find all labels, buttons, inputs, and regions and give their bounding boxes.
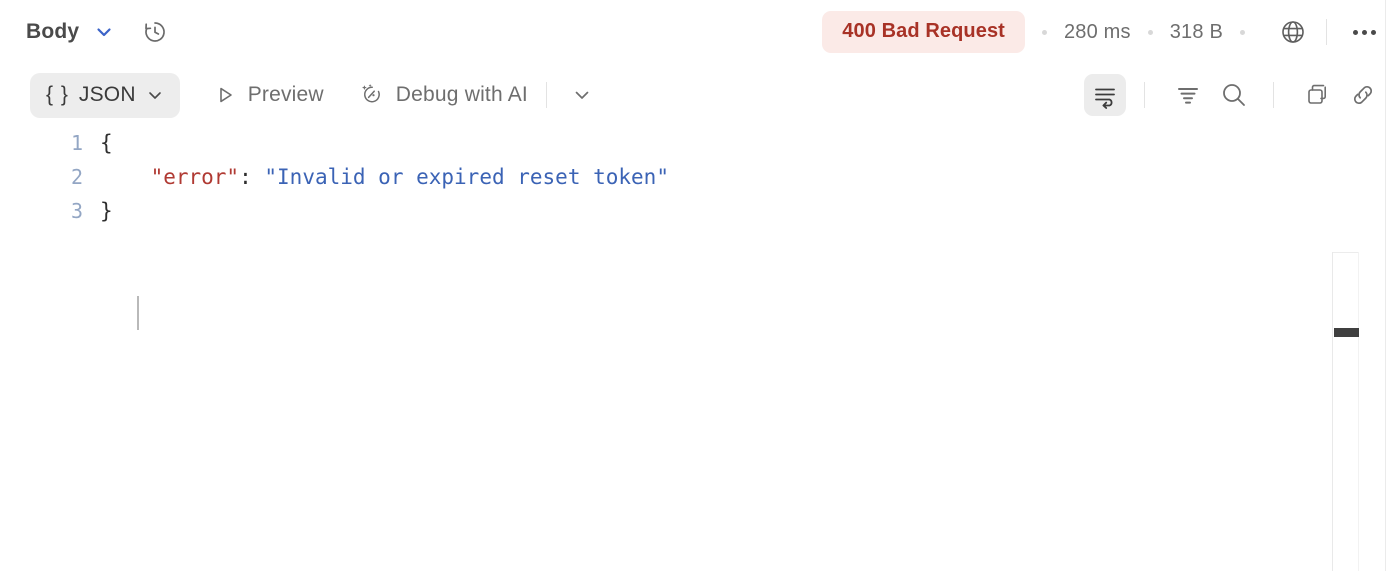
response-body-viewer: 1 { 2 "error": "Invalid or expired reset… <box>0 126 1400 571</box>
toolbar-divider <box>1273 82 1274 108</box>
page-title: Body <box>26 20 80 43</box>
response-size: 318 B <box>1169 20 1223 43</box>
copy-icon[interactable] <box>1296 74 1338 116</box>
braces-icon: { } <box>46 82 69 106</box>
header-divider <box>1326 19 1327 45</box>
response-time: 280 ms <box>1063 20 1131 43</box>
line-number: 1 <box>70 131 83 155</box>
json-close-brace: } <box>100 199 113 223</box>
code-minimap[interactable] <box>1332 252 1359 571</box>
separator-dot <box>1041 29 1047 35</box>
word-wrap-icon[interactable] <box>1084 74 1126 116</box>
code-content: } <box>100 194 113 228</box>
code-line: 3 } <box>0 194 1332 228</box>
chevron-down-icon <box>146 86 164 104</box>
code-line: 2 "error": "Invalid or expired reset tok… <box>0 160 1332 194</box>
json-colon: : <box>239 165 265 189</box>
preview-button[interactable]: Preview <box>214 83 324 107</box>
globe-icon[interactable] <box>1278 17 1308 47</box>
separator-dot <box>1147 29 1153 35</box>
sparkle-bug-icon <box>358 82 384 108</box>
json-open-brace: { <box>100 131 113 155</box>
response-header: Body 400 Bad Request 280 ms 318 B <box>0 0 1400 64</box>
preview-label: Preview <box>247 83 324 106</box>
separator-dot <box>1240 29 1245 35</box>
json-key: "error" <box>150 165 240 189</box>
chevron-down-icon[interactable] <box>93 21 115 43</box>
indent-guide <box>137 296 139 330</box>
panel-right-border <box>1385 0 1386 571</box>
history-clock-icon[interactable] <box>141 18 169 46</box>
code-line: 1 { <box>0 126 1332 160</box>
code-content: { <box>100 126 113 160</box>
more-options-icon[interactable] <box>1345 24 1384 41</box>
line-number: 2 <box>70 165 83 189</box>
code-content: "error": "Invalid or expired reset token… <box>100 160 669 194</box>
minimap-viewport-indicator[interactable] <box>1334 328 1359 337</box>
link-icon[interactable] <box>1342 74 1384 116</box>
search-icon[interactable] <box>1213 74 1255 116</box>
play-triangle-icon <box>214 84 236 106</box>
format-selector-json[interactable]: { } JSON <box>30 72 180 118</box>
debug-with-ai-label: Debug with AI <box>395 83 528 106</box>
line-number: 3 <box>70 199 83 223</box>
json-string-value: "Invalid or expired reset token" <box>264 165 669 189</box>
debug-with-ai-button[interactable]: Debug with AI <box>358 82 528 108</box>
chevron-down-icon[interactable] <box>565 78 599 112</box>
filter-icon[interactable] <box>1167 74 1209 116</box>
toolbar-divider <box>545 82 547 108</box>
response-toolbar: { } JSON Preview Debug with AI <box>0 64 1400 126</box>
minimap-top-border <box>1333 252 1358 253</box>
toolbar-divider <box>1144 82 1145 108</box>
json-code-editor[interactable]: 1 { 2 "error": "Invalid or expired reset… <box>0 126 1332 571</box>
status-badge: 400 Bad Request <box>822 11 1025 53</box>
format-selector-label: JSON <box>78 82 136 106</box>
